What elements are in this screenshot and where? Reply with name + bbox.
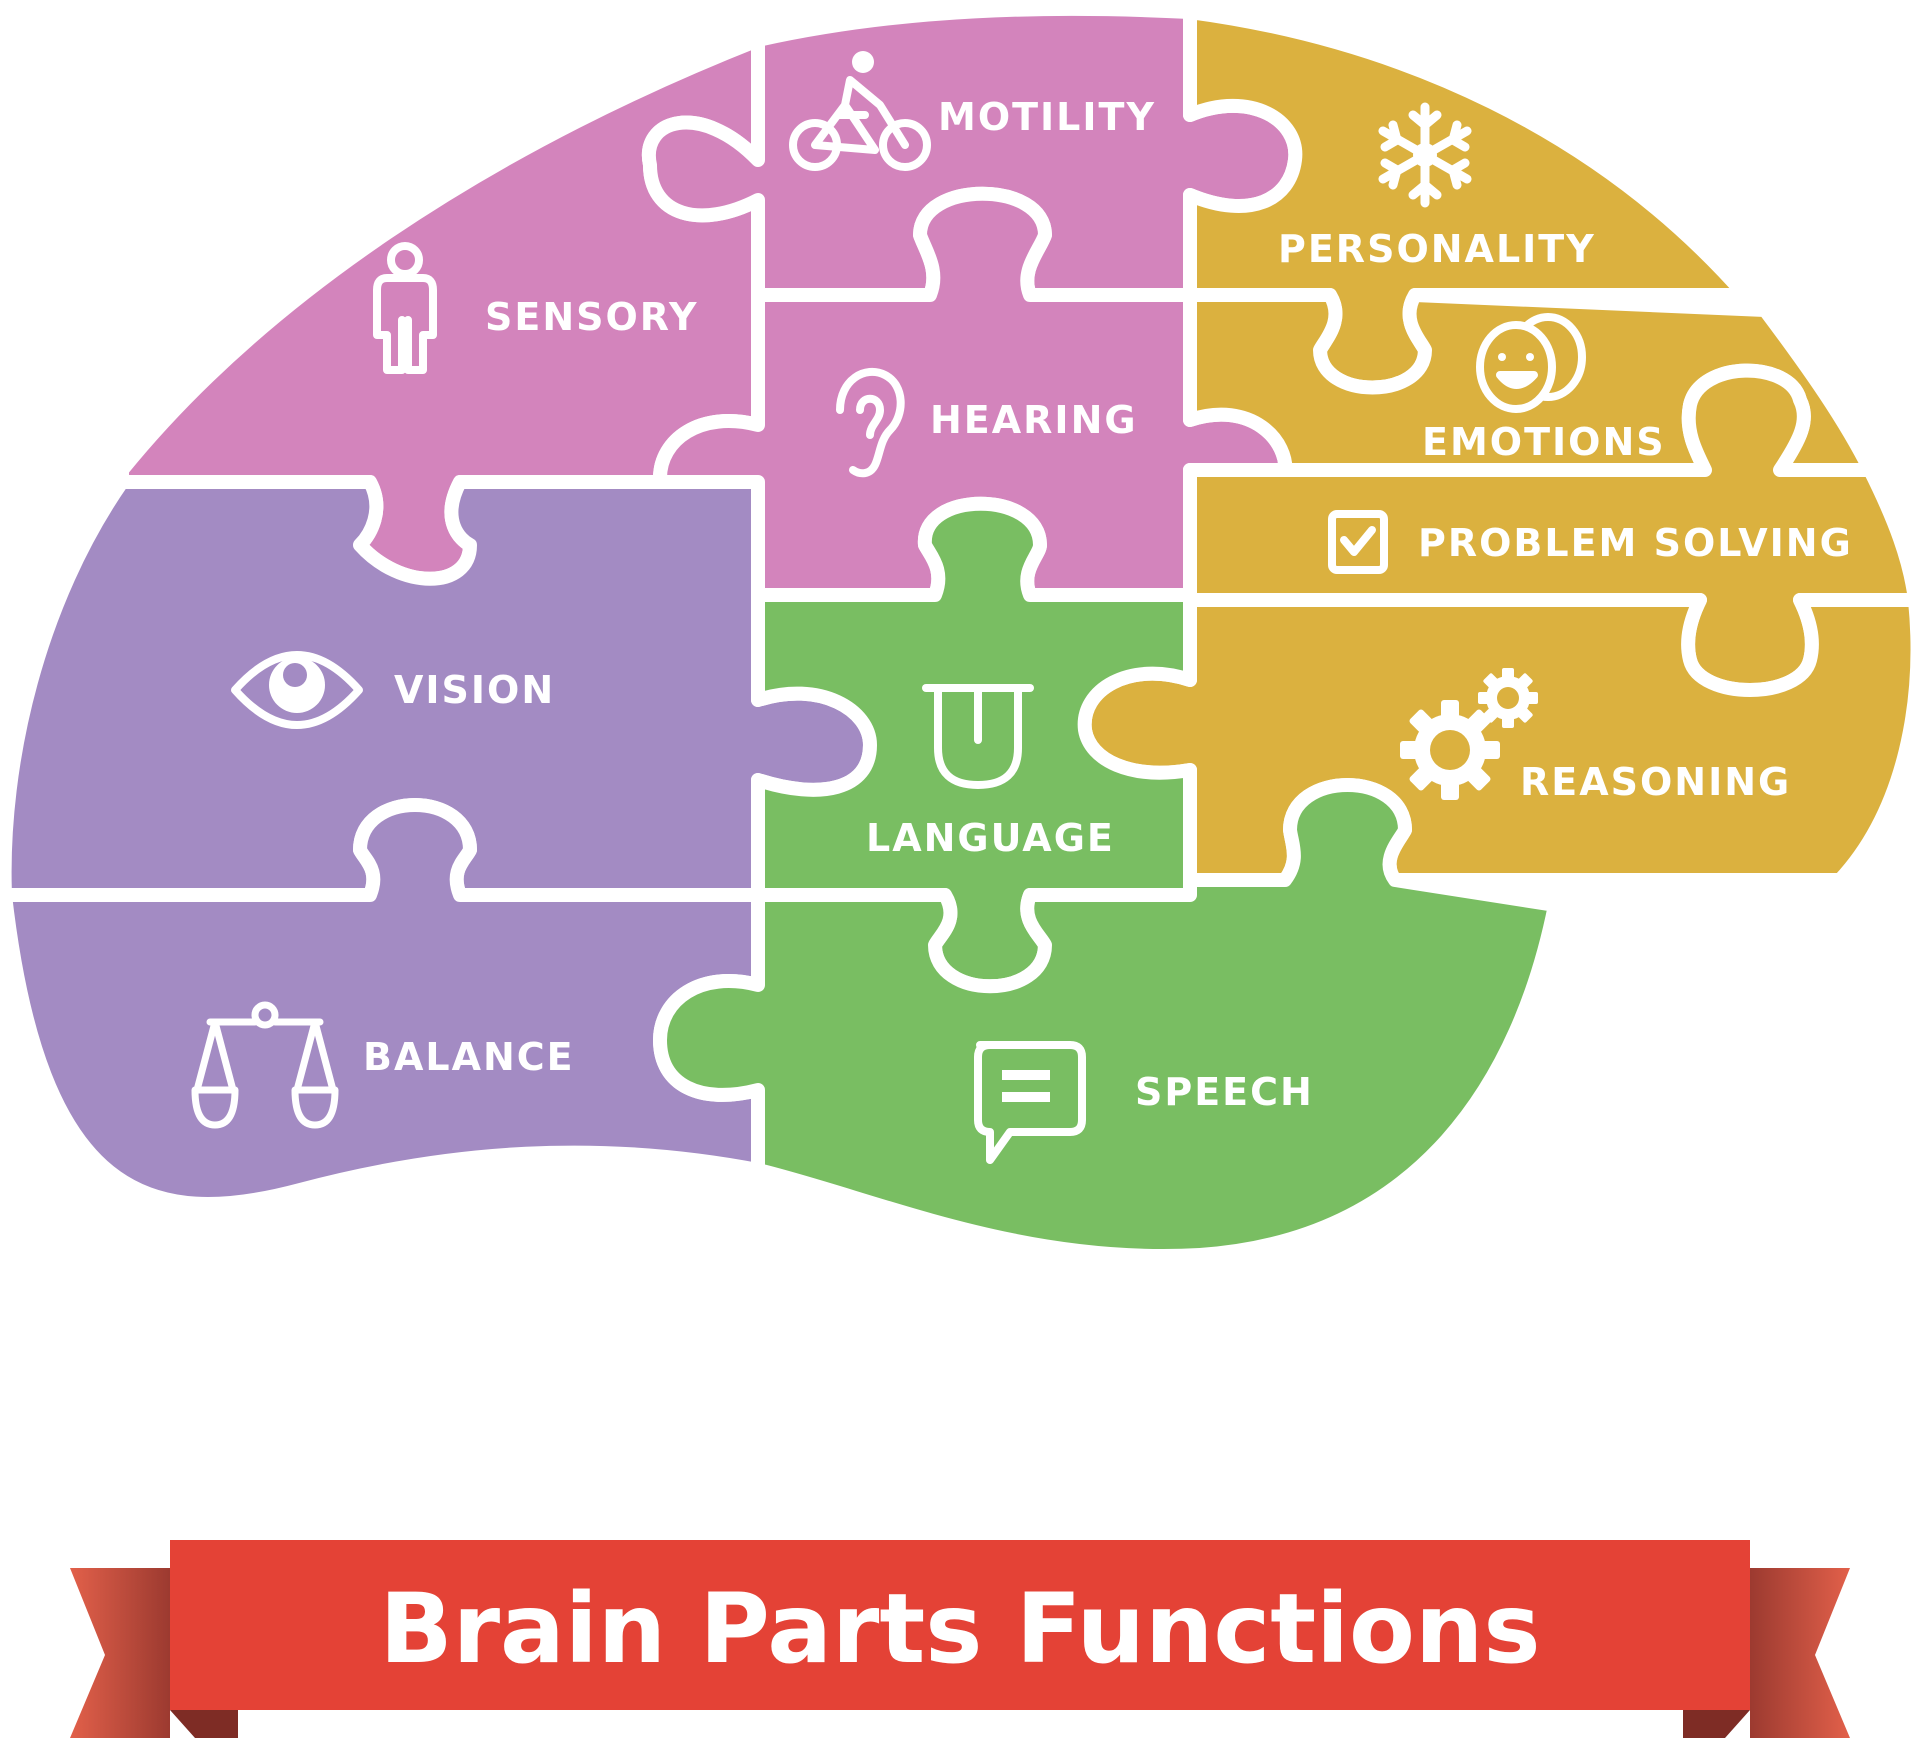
tongue-icon — [922, 684, 1034, 789]
label-motility: MOTILITY — [938, 95, 1156, 139]
label-sensory: SENSORY — [485, 295, 699, 339]
label-vision: VISION — [394, 668, 555, 712]
snowflake-icon — [1378, 102, 1472, 208]
label-personality: PERSONALITY — [1278, 227, 1596, 271]
person-icon — [373, 242, 437, 374]
label-problem-solving: PROBLEM SOLVING — [1418, 521, 1853, 565]
speech-bubble-icon — [974, 1041, 1086, 1164]
banner-fold-left — [170, 1710, 238, 1738]
checkbox-icon — [1328, 510, 1388, 574]
label-language: LANGUAGE — [866, 816, 1115, 860]
scales-icon — [191, 1001, 339, 1129]
banner-title-text: Brain Parts Functions — [380, 1573, 1541, 1685]
label-hearing: HEARING — [930, 398, 1138, 442]
masks-icon — [1476, 313, 1586, 413]
title-banner: Brain Parts Functions — [70, 1540, 1850, 1738]
banner-tail-right — [1750, 1568, 1850, 1738]
label-speech: SPEECH — [1135, 1070, 1314, 1114]
label-balance: BALANCE — [363, 1035, 575, 1079]
label-reasoning: REASONING — [1520, 760, 1791, 804]
banner-main — [170, 1540, 1750, 1710]
label-emotions: EMOTIONS — [1422, 420, 1666, 464]
eye-icon — [231, 651, 363, 729]
piece-speech — [653, 778, 1562, 1263]
gears-icon — [1400, 668, 1538, 800]
bicycle-icon — [789, 51, 931, 171]
ear-icon — [836, 367, 905, 478]
brain-puzzle-diagram: SENSORY MOTILITY HEARING PERSONALITY EMO… — [4, 8, 1918, 1263]
banner-fold-right — [1683, 1710, 1750, 1738]
banner-tail-left — [70, 1568, 170, 1738]
